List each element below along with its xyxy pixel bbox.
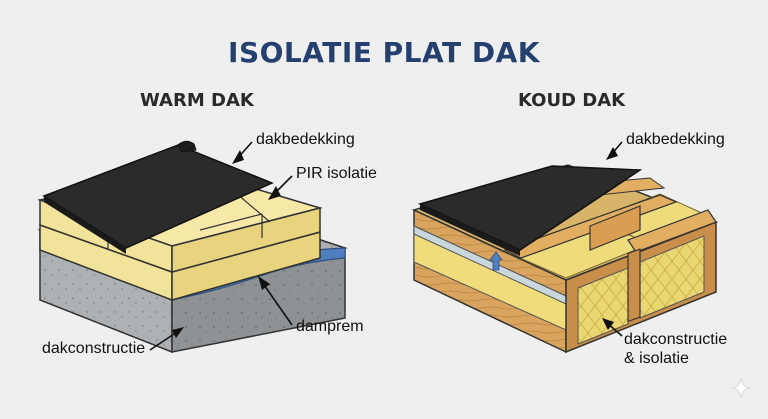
warm-roof-illustration <box>37 140 348 354</box>
cold-post <box>627 248 641 323</box>
warm-arrow-head <box>268 186 281 200</box>
cold-side-wool-1 <box>577 267 629 345</box>
warm-roofing-edge <box>44 196 126 254</box>
warm-arrow-head <box>172 327 184 338</box>
cold-joist-3 <box>627 209 717 253</box>
cold-label-construct-line1: dakconstructie <box>624 331 728 348</box>
warm-pir-joint <box>199 213 263 231</box>
warm-roof-heading: WARM DAK <box>140 90 254 111</box>
warm-label-pir: PIR isolatie <box>296 165 377 182</box>
cold-roof-heading: KOUD DAK <box>518 90 626 111</box>
warm-arrow-damprem <box>261 281 293 326</box>
sparkle-icon <box>731 377 751 399</box>
cold-label-construct: dakconstructie & isolatie <box>624 330 727 368</box>
cold-roof-illustration <box>411 141 719 354</box>
cold-roofing-edge <box>420 204 520 256</box>
warm-pir-upper-side <box>171 207 321 273</box>
cold-label-construct-line2: & isolatie <box>624 350 689 367</box>
warm-roofing-roll <box>177 140 197 153</box>
page-title: ISOLATIE PLAT DAK <box>228 36 540 69</box>
warm-arrow-head <box>232 150 244 164</box>
cold-arrow-head <box>606 147 618 160</box>
cold-arrow-head <box>602 318 614 330</box>
warm-label-dakconstructie: dakconstructie <box>42 340 146 357</box>
warm-label-damprem: damprem <box>296 318 364 335</box>
cold-joist-2 <box>589 205 641 251</box>
cold-label-dakbedekking: dakbedekking <box>626 131 725 148</box>
cold-ventilation-arrow <box>489 251 503 271</box>
warm-arrow-head <box>258 276 270 290</box>
warm-label-dakbedekking: dakbedekking <box>256 131 355 148</box>
